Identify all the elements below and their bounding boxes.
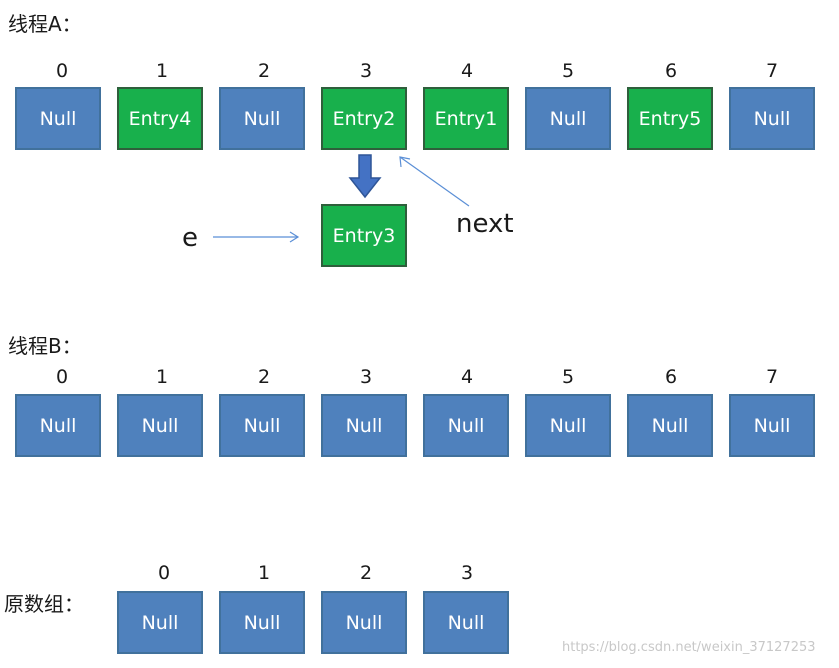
thread-a-index-0: 0 <box>55 60 69 82</box>
thread-b-slot-7: Null <box>729 394 815 457</box>
label-next: next <box>456 209 514 239</box>
thread-b-slot-5: Null <box>525 394 611 457</box>
thread-b-slot-1: Null <box>117 394 203 457</box>
arrow-e-to-entry3 <box>213 231 300 243</box>
watermark-url: https://blog.csdn.net/weixin_37127253 <box>562 640 816 655</box>
original-slot-3: Null <box>423 591 509 654</box>
thread-a-title: 线程A： <box>8 12 82 36</box>
thread-b-index-1: 1 <box>155 366 169 388</box>
original-slot-1: Null <box>219 591 305 654</box>
thread-a-index-2: 2 <box>257 60 271 82</box>
arrow-next-to-entry2 <box>399 156 470 207</box>
thread-b-index-4: 4 <box>460 366 474 388</box>
thread-b-index-2: 2 <box>257 366 271 388</box>
thread-b-index-7: 7 <box>765 366 779 388</box>
thread-a-slot-3: Entry2 <box>321 87 407 150</box>
thread-a-slot-7: Null <box>729 87 815 150</box>
thread-a-slot-5: Null <box>525 87 611 150</box>
thread-a-index-5: 5 <box>561 60 575 82</box>
thread-a-slot-6: Entry5 <box>627 87 713 150</box>
original-index-0: 0 <box>157 562 171 584</box>
label-e: e <box>182 223 198 253</box>
original-array-title: 原数组： <box>4 592 84 616</box>
thread-b-slot-4: Null <box>423 394 509 457</box>
thread-a-index-4: 4 <box>460 60 474 82</box>
thread-a-index-6: 6 <box>664 60 678 82</box>
thread-a-index-1: 1 <box>155 60 169 82</box>
thread-a-index-3: 3 <box>359 60 373 82</box>
original-slot-2: Null <box>321 591 407 654</box>
thread-b-index-6: 6 <box>664 366 678 388</box>
thread-b-slot-6: Null <box>627 394 713 457</box>
original-index-1: 1 <box>257 562 271 584</box>
thread-a-slot-0: Null <box>15 87 101 150</box>
original-index-2: 2 <box>359 562 373 584</box>
thread-b-index-3: 3 <box>359 366 373 388</box>
thread-b-slot-3: Null <box>321 394 407 457</box>
thread-b-title: 线程B： <box>8 334 82 358</box>
thread-a-index-7: 7 <box>765 60 779 82</box>
thread-b-index-5: 5 <box>561 366 575 388</box>
thread-b-slot-0: Null <box>15 394 101 457</box>
thread-a-slot-1: Entry4 <box>117 87 203 150</box>
thread-a-slot-2: Null <box>219 87 305 150</box>
thread-b-index-0: 0 <box>55 366 69 388</box>
thread-a-chain-entry: Entry3 <box>321 204 407 267</box>
original-index-3: 3 <box>460 562 474 584</box>
thread-b-slot-2: Null <box>219 394 305 457</box>
thread-a-slot-4: Entry1 <box>423 87 509 150</box>
down-arrow-icon <box>348 154 382 199</box>
original-slot-0: Null <box>117 591 203 654</box>
